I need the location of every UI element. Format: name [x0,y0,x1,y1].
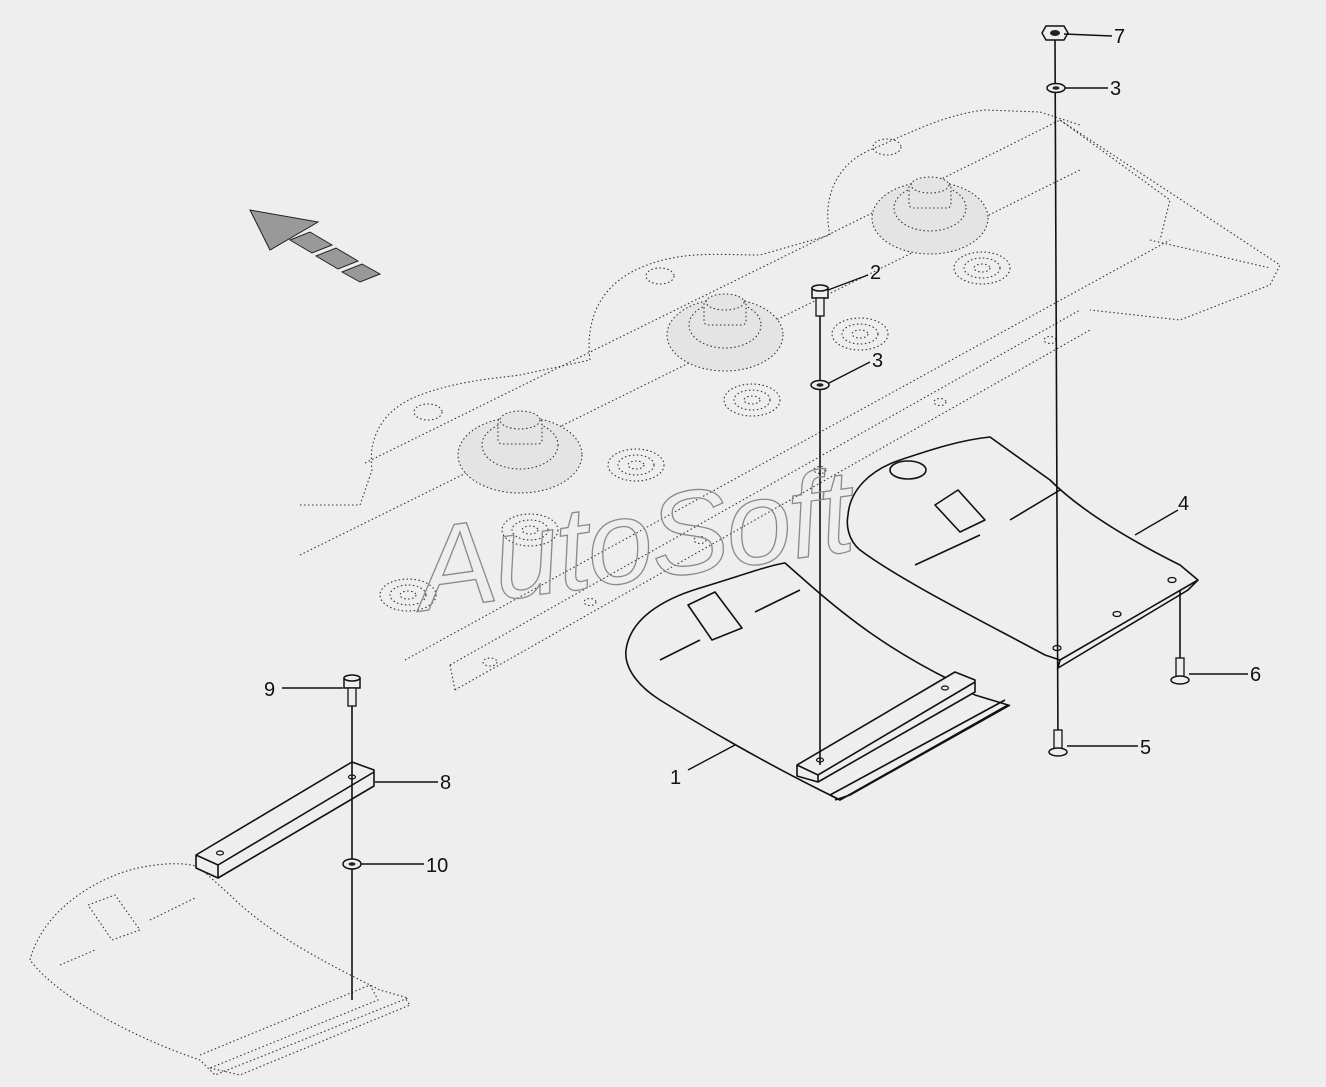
skid-ghost-lower-left [29,863,411,1076]
washer-part-10 [342,858,362,870]
callout-labels: 7 3 2 3 4 6 5 1 9 8 10 [264,26,1261,877]
assembly-axes [351,39,1181,1000]
washer-part-3-top [1046,82,1066,94]
callout-4: 4 [1178,493,1189,515]
bolt-part-5 [1048,729,1068,757]
callout-1: 1 [670,767,681,789]
leader-lines [282,33,1248,865]
callout-6: 6 [1250,664,1261,686]
bolt-part-9 [343,674,361,707]
callout-10: 10 [426,855,448,877]
nut-part-7 [1041,25,1069,41]
bolt-part-6 [1170,657,1190,685]
skid-plate-part-1 [625,562,1011,801]
callout-3-top: 3 [1110,78,1121,100]
callout-9: 9 [264,679,275,701]
washer-part-3-mid [810,379,830,391]
disc-bearing-rings [379,251,1011,612]
callout-7: 7 [1114,26,1125,48]
skid-plate-part-4 [846,436,1199,670]
cutter-hub-1 [457,410,583,494]
cutter-hub-3 [871,176,989,255]
callout-5: 5 [1140,737,1151,759]
bolt-part-2 [811,284,829,317]
direction-arrow-icon [249,209,382,283]
cutter-hub-2 [666,293,784,372]
callout-3-mid: 3 [872,350,883,372]
callout-8: 8 [440,772,451,794]
callout-2: 2 [870,262,881,284]
